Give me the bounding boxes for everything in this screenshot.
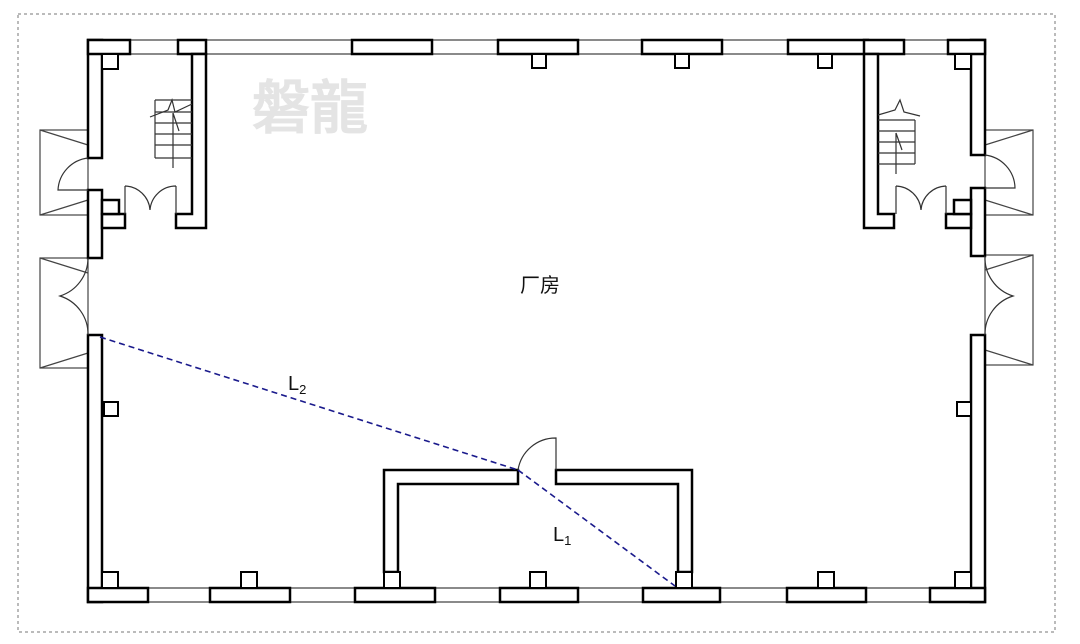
columns	[101, 53, 972, 589]
room-label: 厂房	[520, 274, 560, 297]
door-swings	[57, 154, 1016, 471]
label-l2: L2	[288, 373, 306, 397]
line-l2	[99, 336, 519, 471]
frame-border	[17, 13, 1056, 633]
stairs-left	[149, 98, 193, 168]
walls	[86, 38, 987, 604]
line-l1	[517, 469, 676, 587]
windows	[88, 39, 985, 603]
door-boxes	[39, 129, 1034, 369]
watermark: 磐龍	[252, 74, 368, 142]
stairs-right	[877, 98, 921, 174]
label-l1: L1	[553, 524, 571, 548]
